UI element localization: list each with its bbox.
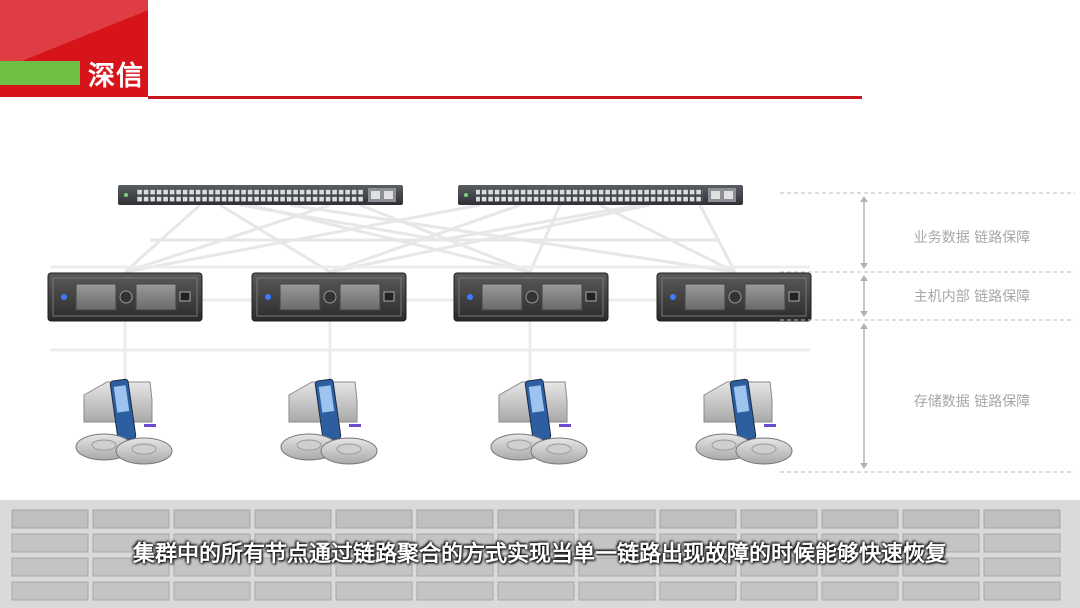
server-node xyxy=(454,273,608,321)
cluster-diagram xyxy=(0,0,1080,500)
storage-disk-group xyxy=(281,379,377,464)
network-switch xyxy=(458,185,743,205)
label-storage-link: 存储数据 链路保障 xyxy=(887,391,1057,411)
storage-disk-group xyxy=(491,379,587,464)
server-node xyxy=(48,273,202,321)
storage-links xyxy=(125,320,735,385)
range-arrows xyxy=(860,196,868,469)
storage-disk-group xyxy=(696,379,792,464)
switch-server-links xyxy=(125,205,735,272)
server-node xyxy=(252,273,406,321)
server-node xyxy=(657,273,811,321)
storage-disk-group xyxy=(76,379,172,464)
label-host-link: 主机内部 链路保障 xyxy=(887,286,1057,306)
label-business-link: 业务数据 链路保障 xyxy=(887,227,1057,247)
network-switch xyxy=(118,185,403,205)
subtitle-caption: 集群中的所有节点通过链路聚合的方式实现当单一链路出现故障的时候能够快速恢复 xyxy=(0,536,1080,568)
